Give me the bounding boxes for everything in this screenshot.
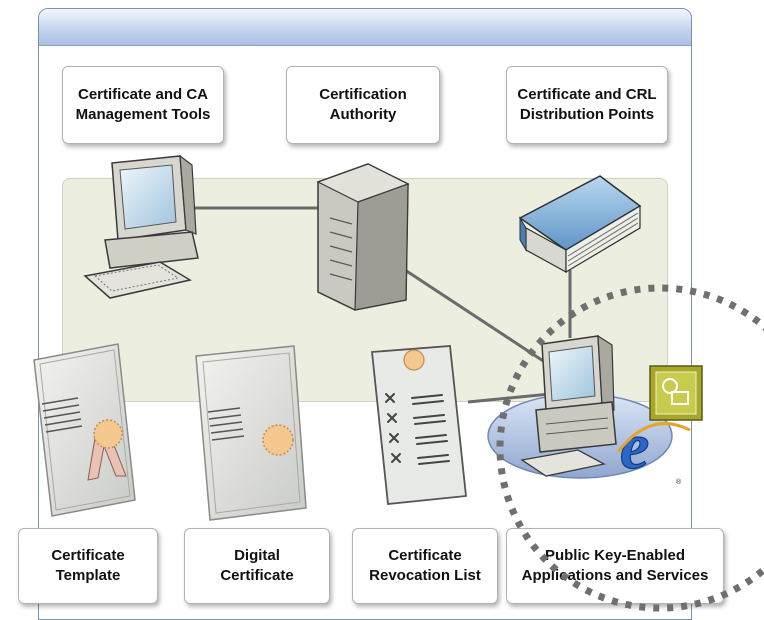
focus-dotted-circle xyxy=(496,284,764,612)
digital-certificate-icon xyxy=(195,345,307,521)
certificate-template-icon xyxy=(33,343,136,517)
workstation-icon xyxy=(83,154,199,299)
trademark-symbol: ® xyxy=(676,478,682,486)
label-certificate-revocation-list: Certificate Revocation List xyxy=(352,528,498,604)
label-public-key-enabled-applications: Public Key-Enabled Applications and Serv… xyxy=(506,528,724,604)
browser-icon: e ® xyxy=(616,409,691,486)
project-app-icon xyxy=(649,365,703,421)
label-certificate-crl-distribution-points: Certificate and CRL Distribution Points xyxy=(506,66,668,144)
label-certificate-template: Certificate Template xyxy=(18,528,158,604)
panel-title-bar xyxy=(39,9,691,46)
server-icon xyxy=(316,163,410,311)
binder-icon xyxy=(518,175,642,274)
browser-e-glyph: e xyxy=(620,410,649,483)
label-certification-authority: Certification Authority xyxy=(286,66,440,144)
revocation-list-icon xyxy=(371,345,467,505)
label-digital-certificate: Digital Certificate xyxy=(184,528,330,604)
connector-lines xyxy=(190,206,572,404)
label-certificate-ca-management-tools: Certificate and CA Management Tools xyxy=(62,66,224,144)
application-host-icon xyxy=(487,334,673,479)
